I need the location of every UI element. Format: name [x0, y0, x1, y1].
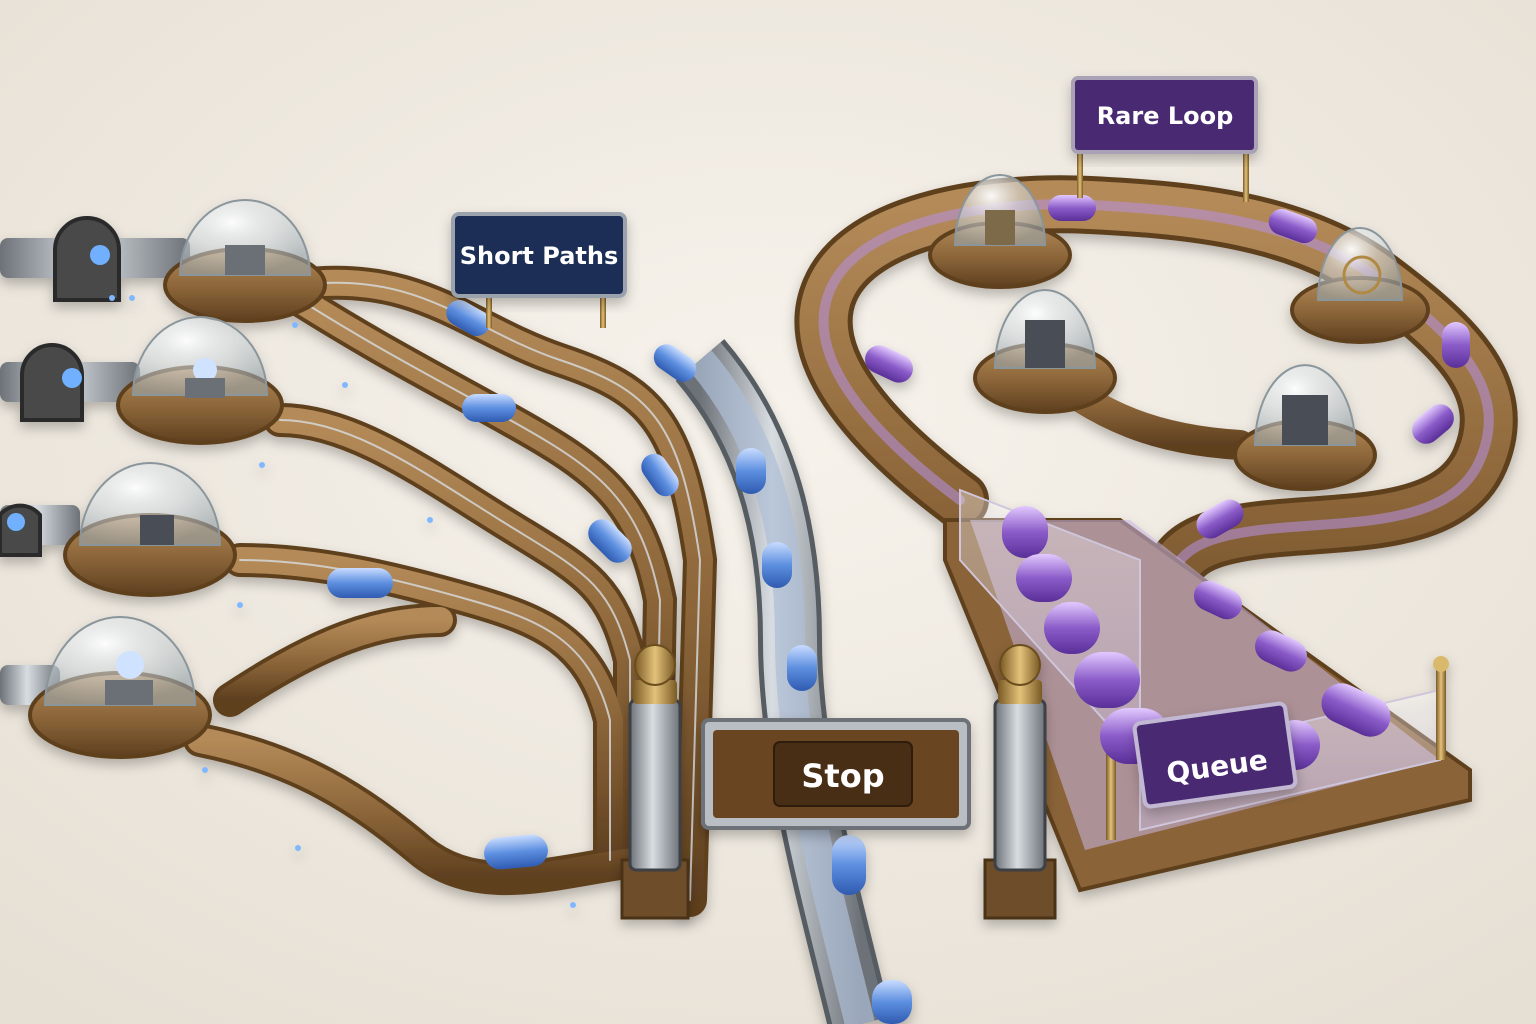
purple-capsule [1268, 208, 1318, 244]
purple-capsule [865, 345, 913, 383]
blue-capsule [832, 835, 866, 895]
purple-capsule [1412, 404, 1454, 444]
blue-capsule [872, 980, 912, 1024]
dome-station-3 [63, 462, 237, 597]
blue-capsule [446, 300, 490, 336]
rare-loop-sign: Rare Loop [1071, 76, 1258, 202]
main-conveyor [675, 339, 892, 1024]
purple-capsule [1074, 652, 1140, 708]
blue-capsule [736, 448, 766, 494]
rare-loop-label: Rare Loop [1097, 102, 1234, 130]
dome-station-8 [1233, 364, 1377, 491]
purple-capsule [1048, 195, 1096, 221]
queue-sign: Queue [1132, 701, 1298, 809]
purple-capsule [1193, 580, 1243, 620]
purple-capsule [1442, 322, 1470, 368]
stop-label-plate [773, 741, 913, 807]
blue-capsule [462, 394, 516, 422]
purple-capsule [1321, 683, 1391, 737]
blue-capsule [327, 568, 393, 598]
short-path-tracks [183, 265, 718, 917]
gate-post-left [620, 644, 690, 920]
dome-station-4 [28, 616, 212, 759]
blue-capsule [762, 542, 792, 588]
blue-capsules [327, 300, 912, 1024]
right-dome-stations [928, 174, 1430, 491]
stop-gate: Stop [620, 644, 1057, 920]
dome-station-5 [928, 174, 1072, 289]
dome-station-2 [116, 316, 284, 445]
blue-capsule [787, 645, 817, 691]
purple-capsule [1196, 499, 1244, 539]
purple-capsule [1002, 506, 1048, 558]
led-dots [109, 295, 576, 908]
dome-station-1 [163, 199, 327, 323]
left-dome-stations [28, 199, 327, 759]
blue-capsule [653, 344, 697, 382]
dome-station-7 [973, 289, 1117, 414]
short-paths-label: Short Paths [460, 242, 619, 270]
stop-label: Stop [801, 757, 884, 795]
blue-capsule [588, 519, 632, 563]
tunnel-arches [0, 216, 121, 557]
purple-capsule [1255, 630, 1307, 672]
blue-capsule [484, 834, 548, 870]
purple-capsule [1044, 602, 1100, 654]
left-track-network [0, 199, 912, 1024]
short-paths-sign: Short Paths [451, 212, 627, 328]
blue-capsule [641, 453, 679, 497]
dome-station-6 [1290, 227, 1430, 344]
gate-post-right [983, 644, 1057, 920]
purple-capsule [1016, 554, 1072, 602]
